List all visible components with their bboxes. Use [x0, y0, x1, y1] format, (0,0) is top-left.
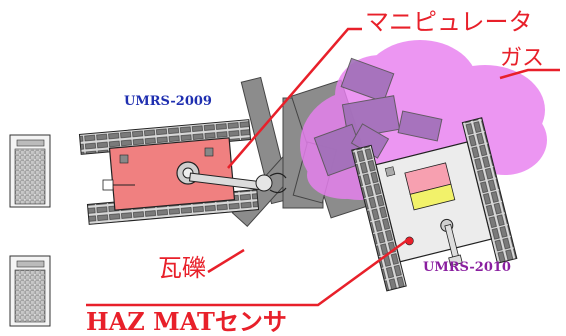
hazmat-sensor-bottom	[409, 183, 456, 211]
operator-console-top	[9, 134, 51, 208]
leader-lines	[86, 27, 560, 307]
label-manipulator: マニピュレータ	[365, 8, 533, 36]
manipulator-gripper	[255, 174, 273, 192]
operator-console-bottom	[9, 255, 51, 327]
robot-body	[108, 137, 236, 211]
label-hazmat-sensor: HAZ MATセンサ	[86, 307, 287, 336]
hazmat-leader	[86, 236, 411, 307]
rubble-leader	[207, 248, 245, 274]
label-gas: ガス	[500, 46, 544, 71]
label-rubble: 瓦礫	[158, 254, 206, 282]
manipulator-leader	[227, 27, 362, 169]
gas-leader	[499, 68, 560, 80]
robot-umrs-2010	[351, 117, 518, 292]
label-umrs-2010: UMRS-2010	[423, 260, 511, 275]
robot-umrs-2009	[78, 119, 287, 225]
rubble-in-gas	[313, 57, 443, 177]
label-umrs-2009: UMRS-2009	[124, 94, 212, 109]
